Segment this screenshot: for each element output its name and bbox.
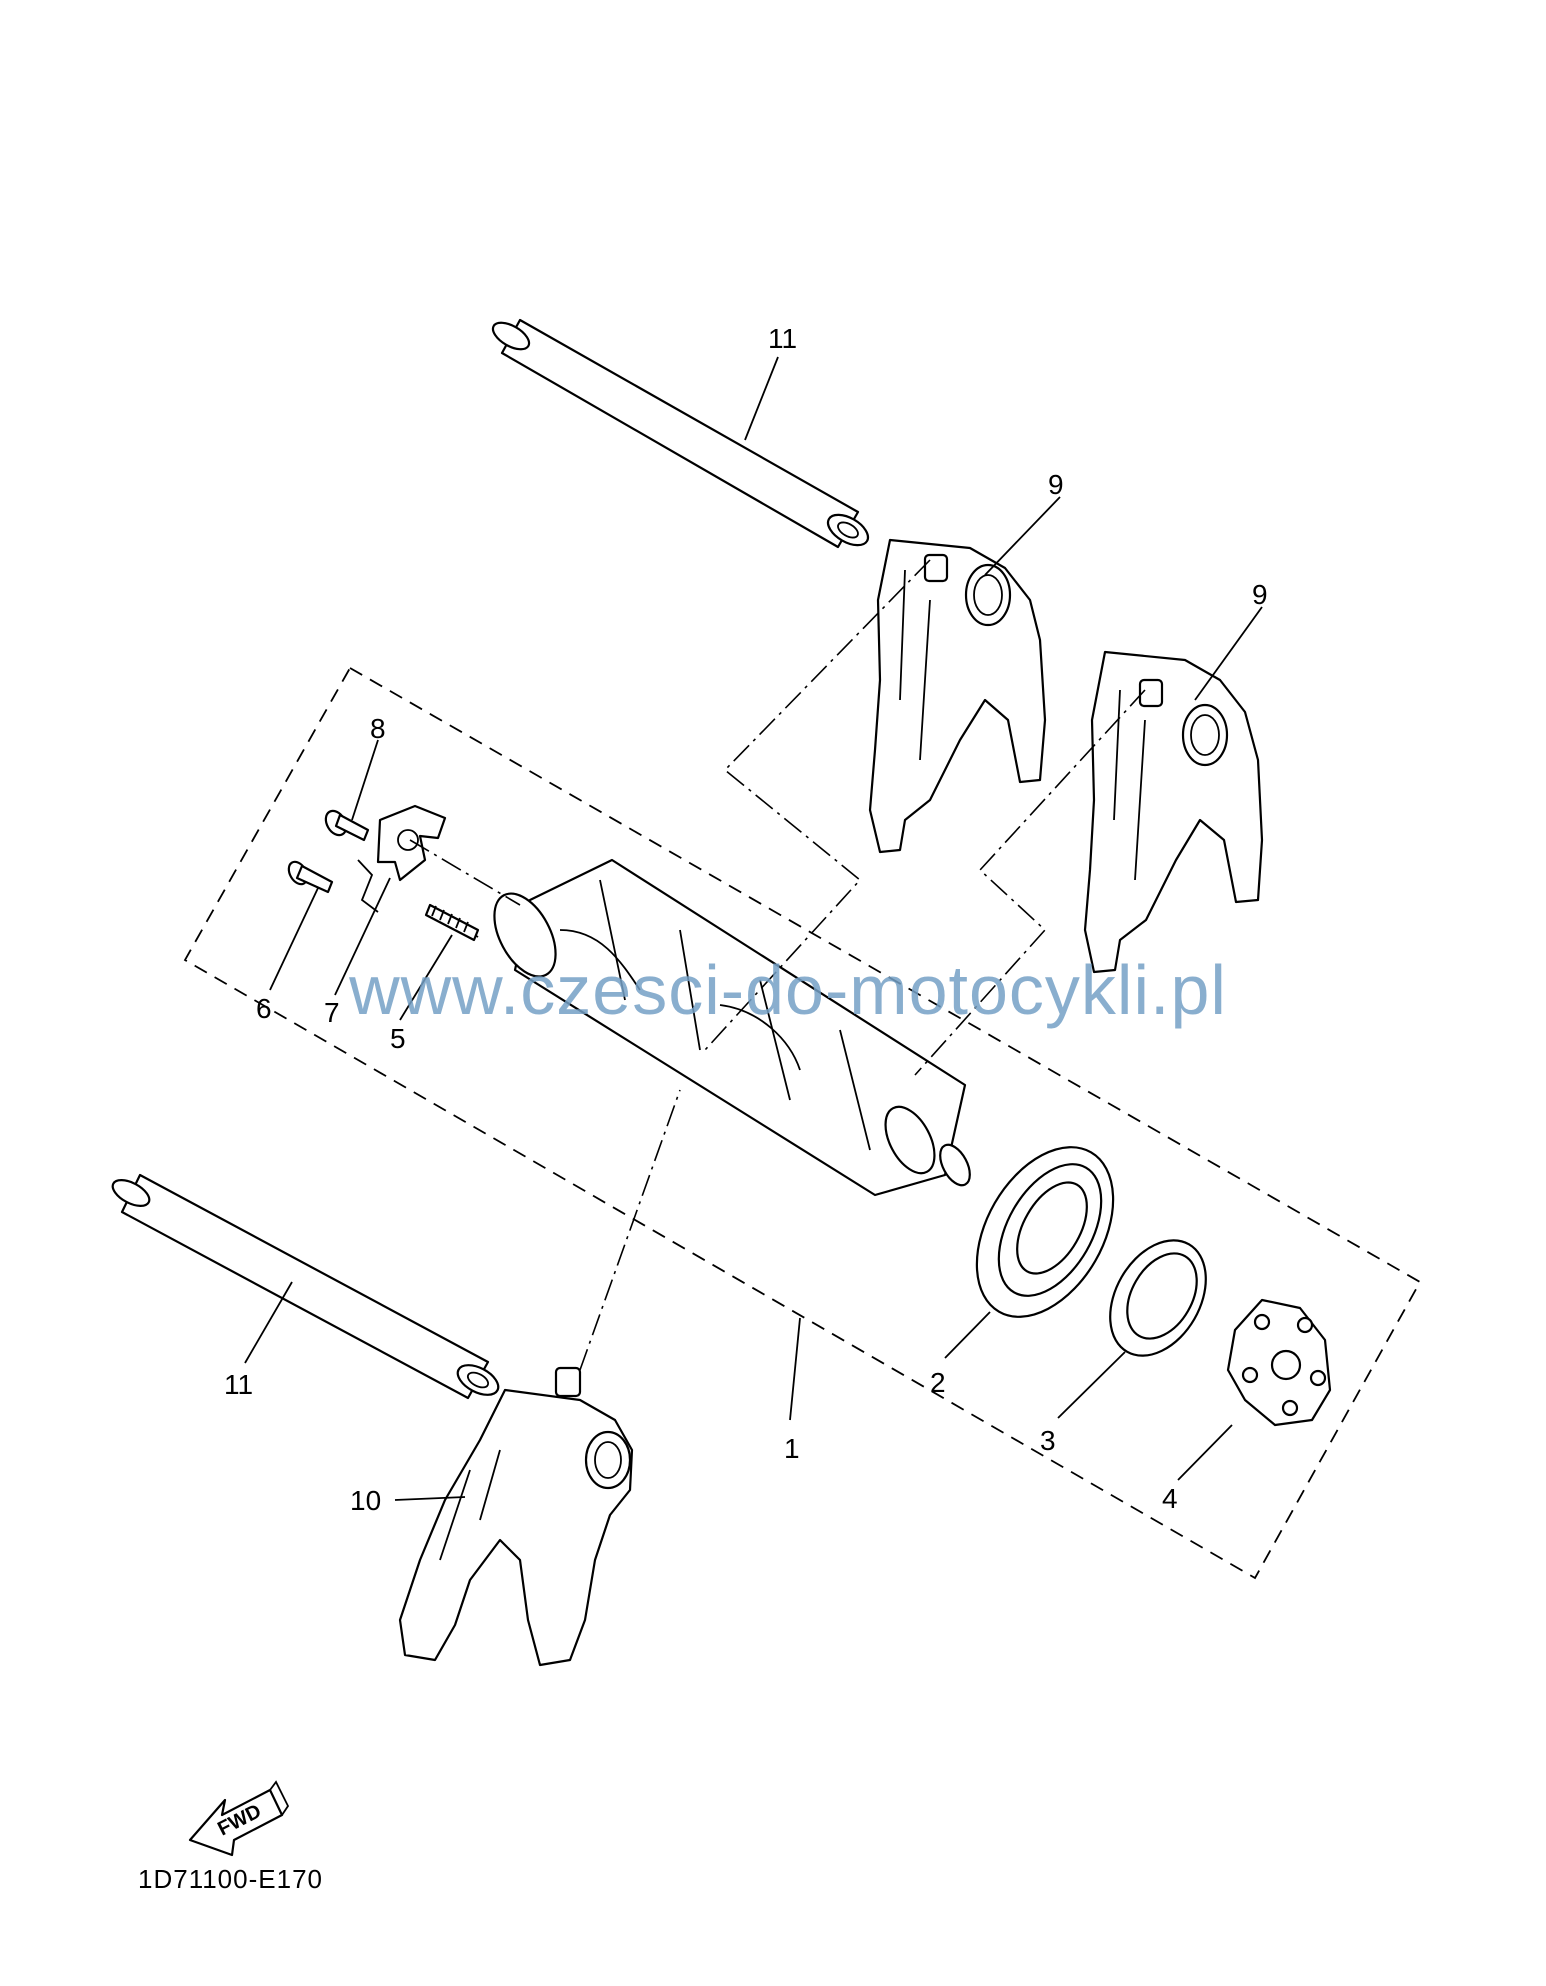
leader-1	[789, 1317, 801, 1421]
leader-10	[394, 1496, 466, 1501]
callout-11-upper: 11	[768, 323, 797, 354]
callout-5: 5	[390, 1023, 406, 1054]
fork-pin-guide-lower	[579, 1089, 681, 1371]
callout-7: 7	[324, 997, 340, 1028]
callout-8: 8	[370, 713, 386, 744]
leader-4	[1177, 1424, 1233, 1481]
watermark-text: www.czesci-do-motocykli.pl	[349, 951, 1227, 1029]
callout-4: 4	[1162, 1483, 1178, 1514]
leader-2	[944, 1311, 991, 1359]
leader-11-upper	[744, 356, 779, 441]
diagram-code: 1D71100-E170	[138, 1864, 323, 1894]
fork-pin-guide-upper	[704, 559, 931, 1051]
callout-3: 3	[1040, 1425, 1056, 1456]
leader-11-lower	[244, 1281, 293, 1364]
callout-11-lower: 11	[224, 1369, 253, 1400]
callout-2: 2	[930, 1367, 946, 1398]
leader-9-upper	[984, 496, 1061, 576]
leader-6	[269, 887, 319, 991]
shift-fork-9-upper	[868, 538, 1047, 854]
shift-fork-shaft-upper	[491, 318, 870, 549]
bearing	[975, 1146, 1115, 1318]
leader-8	[351, 739, 379, 821]
leader-5	[399, 934, 453, 1021]
assembly-dashed-boundary	[183, 666, 1422, 1580]
plate-guide	[409, 839, 521, 906]
screw-8	[324, 809, 370, 842]
shift-fork-shaft-lower	[111, 1173, 500, 1400]
shift-drum	[493, 858, 971, 1197]
leader-9-right	[1194, 606, 1263, 701]
leader-7	[334, 877, 391, 996]
shift-fork-10	[398, 1366, 634, 1667]
callout-9-right: 9	[1252, 579, 1268, 610]
collar-ring	[1109, 1239, 1207, 1357]
callout-9-upper: 9	[1048, 469, 1064, 500]
fwd-arrow-icon: FWD	[188, 1780, 290, 1857]
callout-10: 10	[350, 1485, 381, 1516]
fork-pin-guide-right	[914, 689, 1146, 1076]
shift-segment	[1226, 1298, 1332, 1427]
shift-fork-9-right	[1083, 650, 1264, 974]
screw-6	[287, 860, 334, 894]
callout-1: 1	[784, 1433, 800, 1464]
spring	[424, 903, 480, 942]
callout-6: 6	[256, 993, 272, 1024]
leader-3	[1057, 1351, 1126, 1419]
stopper-plate	[357, 804, 447, 913]
